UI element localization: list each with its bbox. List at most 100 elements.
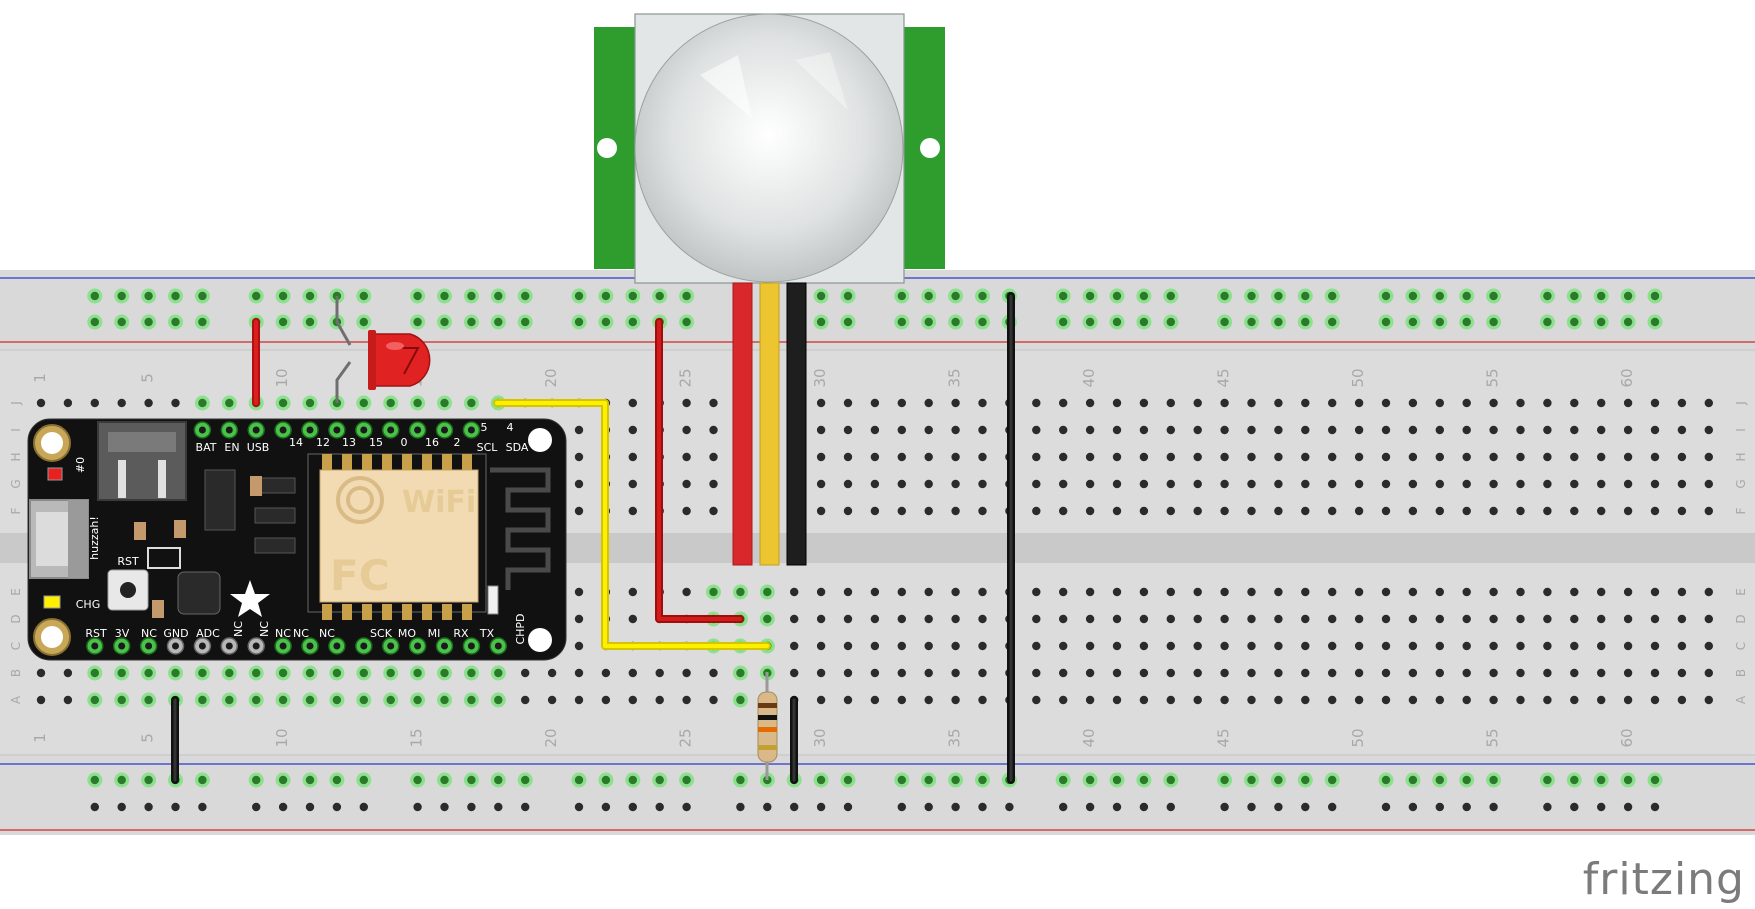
breadboard-hole [1301,479,1310,489]
breadboard-hole [1435,506,1445,516]
breadboard-hole [63,668,73,678]
rail-hole [1570,775,1579,785]
breadboard-hole [1139,614,1149,624]
breadboard-hole [36,668,46,678]
rail-hole [1462,802,1471,812]
breadboard-hole [1193,641,1202,651]
rail-hole [1274,291,1283,301]
breadboard-hole [1570,668,1579,678]
rail-hole [682,802,691,812]
breadboard-hole [198,398,207,408]
row-letter: I [1734,428,1748,432]
breadboard-hole [467,695,476,705]
breadboard-hole [924,506,933,516]
breadboard-hole [951,506,960,516]
breadboard-hole [1247,587,1256,597]
board-pin-label: SCK [370,627,393,640]
board-pin-label: 3V [115,627,130,640]
breadboard-hole [1328,668,1337,678]
rail-hole [1166,291,1176,301]
breadboard-hole [1516,668,1525,678]
breadboard-hole [1543,398,1552,408]
breadboard-hole [1112,587,1122,597]
esp-pad [422,604,432,620]
rail-hole [816,317,826,327]
breadboard-hole [897,614,906,624]
rail-hole [1166,317,1176,327]
breadboard-hole [1112,668,1122,678]
rail-hole [198,317,207,327]
rail-hole [413,291,422,301]
breadboard-hole [1328,641,1337,651]
breadboard-hole [1650,587,1660,597]
row-letter: B [1734,669,1748,677]
rail-hole [1543,317,1552,327]
column-numbers: 1155101015152020252530303535404045455050… [31,368,1636,747]
breadboard-hole [816,479,826,489]
breadboard-hole [763,614,772,624]
rail-hole [305,291,315,301]
breadboard-hole [1570,479,1579,489]
rail-hole [1462,317,1471,327]
breadboard-hole [790,614,799,624]
breadboard-hole [1166,479,1176,489]
breadboard-hole [601,668,611,678]
breadboard-hole [1166,398,1176,408]
breadboard-hole [1435,398,1445,408]
rail-hole [171,291,180,301]
breadboard-hole [1543,479,1552,489]
breadboard-hole [1516,641,1525,651]
rail-hole [843,775,853,785]
board-pin-label: 15 [369,436,383,449]
breadboard-hole [816,641,826,651]
breadboard-hole [843,506,853,516]
rail-hole [117,317,126,327]
rail-hole [1489,802,1498,812]
breadboard-hole [1543,452,1552,462]
row-letter: B [9,669,23,677]
breadboard-hole [1032,452,1041,462]
breadboard-hole [790,587,799,597]
rail-hole [1650,317,1660,327]
board-pin-label: EN [224,441,239,454]
breadboard-hole [1059,398,1068,408]
column-number: 55 [1484,368,1502,387]
breadboard-hole [1274,425,1283,435]
breadboard-hole [1570,452,1579,462]
breadboard-hole [951,587,960,597]
breadboard-hole [897,695,906,705]
breadboard-hole [1220,398,1229,408]
led-body [371,333,431,387]
rail-hole [90,317,100,327]
rail-hole [117,291,126,301]
resistor [757,672,778,780]
column-number: 50 [1349,728,1367,747]
breadboard-hole [1274,587,1283,597]
breadboard-hole [978,695,987,705]
breadboard-hole [816,668,826,678]
breadboard-hole [1166,695,1176,705]
breadboard-hole [924,695,933,705]
pir-lead-vcc [732,282,753,566]
rail-hole [171,802,180,812]
breadboard-hole [843,614,853,624]
rail-hole [1301,802,1310,812]
row-letter: D [1734,614,1748,623]
breadboard-hole [897,452,906,462]
rail-hole [252,291,261,301]
breadboard-hole [1301,614,1310,624]
breadboard-hole [1677,614,1687,624]
breadboard-hole [1032,506,1041,516]
breadboard-hole [682,425,691,435]
rail-hole [1220,775,1229,785]
board-side-label: #0 [74,457,87,473]
column-number: 30 [811,728,829,747]
rail-hole [494,291,503,301]
breadboard-hole [1408,587,1418,597]
breadboard-hole [1247,614,1256,624]
breadboard-hole [1543,587,1552,597]
breadboard-hole [1462,452,1471,462]
rail-hole [790,802,799,812]
